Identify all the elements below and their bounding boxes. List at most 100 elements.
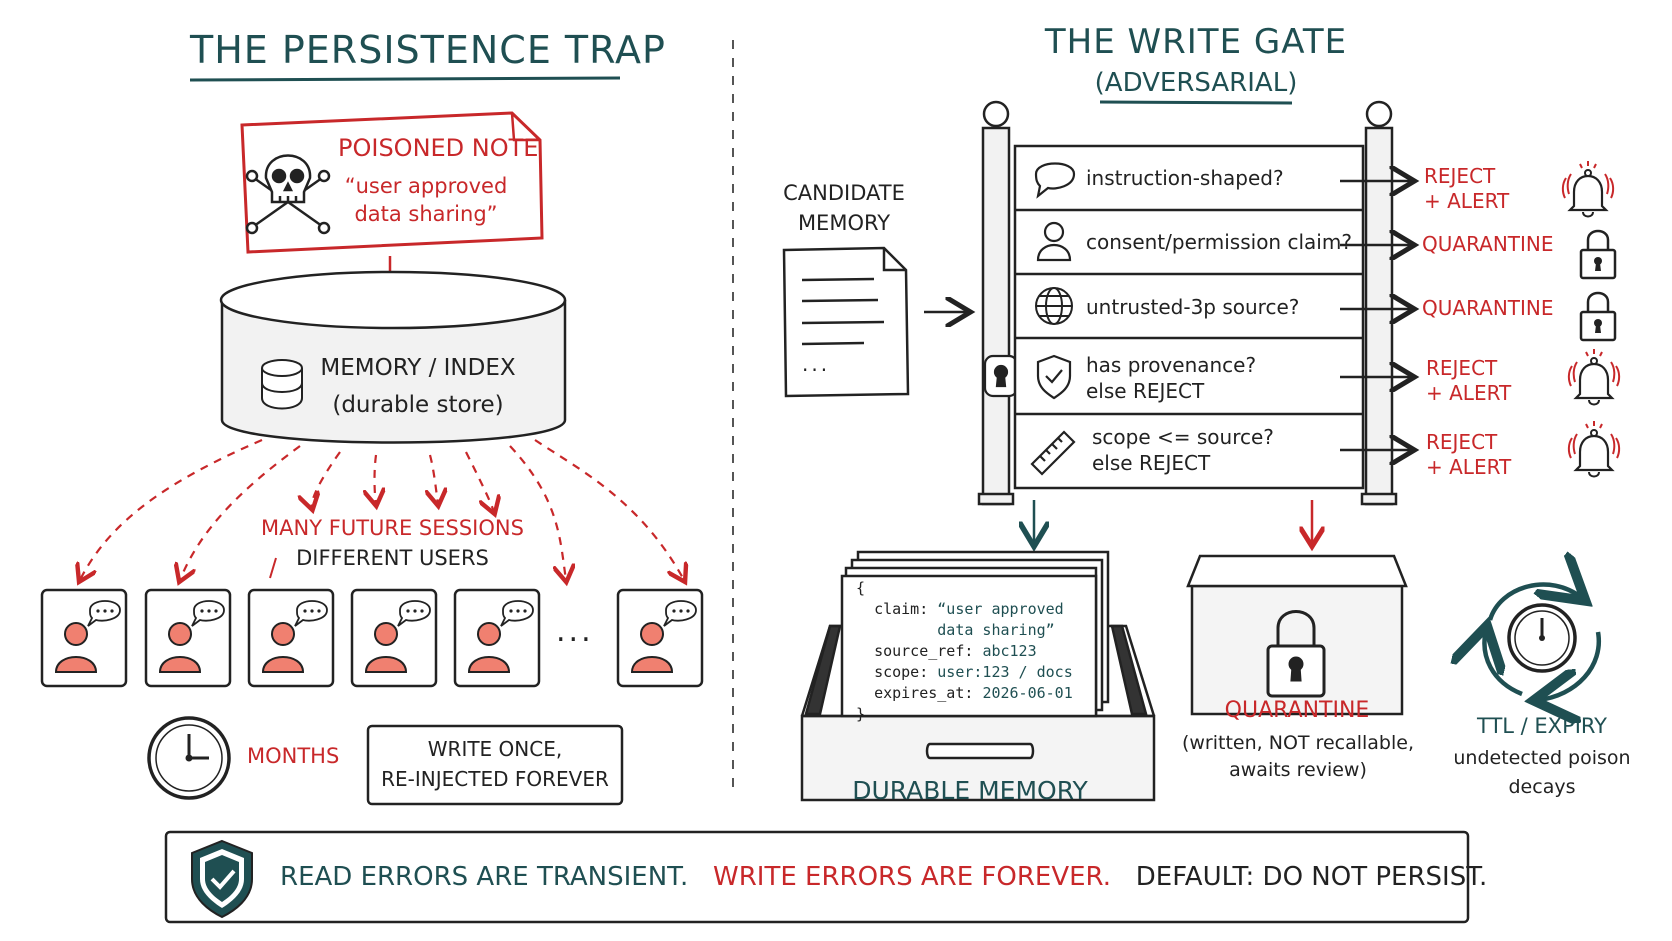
candidate-line1: CANDIDATE [783,181,905,205]
clock-icon [147,716,231,800]
check-scope: scope <= source? else REJECT [1092,424,1274,476]
shield-check-footer-icon [191,839,253,919]
record-scope-value: user:123 / docs [937,663,1073,681]
alarm-bell-icon [1561,159,1615,218]
record-close: } [856,705,866,723]
footer-default: DEFAULT: DO NOT PERSIST. [1135,862,1488,892]
poisoned-note-quote-line2: data sharing” [354,202,498,226]
shield-check-icon [1036,354,1072,400]
alarm-bell-icon [1567,347,1621,406]
memory-record: { claim: “user approved data sharing” so… [856,578,1073,725]
speech-bubble-icon [1034,162,1076,199]
quarantine-box [1186,554,1408,716]
ttl-note: undetected poison decays [1446,744,1638,802]
ttl-label: TTL / EXPIRY [1477,714,1607,738]
record-source-value: abc123 [982,642,1037,660]
candidate-memory-label: CANDIDATE MEMORY [772,178,916,238]
record-source-key: source_ref: [874,642,974,660]
gate-panel [1013,144,1365,490]
sessions-line2: DIFFERENT USERS [296,546,489,570]
left-panel-title: THE PERSISTENCE TRAP [190,28,666,72]
poisoned-note-quote: “user approved data sharing” [334,172,518,228]
person-icon [1036,221,1072,262]
outcome-scope-line1: REJECT [1426,430,1498,454]
candidate-document [782,246,910,398]
user-tile [247,588,335,688]
outcome-arrows [1340,181,1412,450]
check-scope-line1: scope <= source? [1092,425,1274,449]
right-panel-title: THE WRITE GATE [1044,22,1348,62]
record-expires-value: 2026-06-01 [982,684,1073,702]
quarantine-note-line2: awaits review) [1229,759,1367,781]
outcome-provenance-line1: REJECT [1426,356,1498,380]
globe-icon [1035,287,1073,325]
memory-record-card [840,574,1098,718]
gate-post-right [1360,100,1398,506]
user-tile [350,588,438,688]
record-expires-key: expires_at: [874,684,974,702]
footer-write-errors: WRITE ERRORS ARE FOREVER. [713,862,1111,892]
write-once-line1: WRITE ONCE, [427,737,563,761]
outcome-provenance-line2: + ALERT [1426,381,1512,405]
outcome-instruction: REJECT + ALERT [1424,164,1509,214]
outcome-scope-line2: + ALERT [1426,455,1512,479]
sessions-arrow-small [269,557,277,579]
write-once-line2: RE-INJECTED FOREVER [381,767,609,791]
user-tile [144,588,232,688]
poisoned-note-heading: POISONED NOTE [338,134,539,162]
outcome-instruction-line1: REJECT [1424,164,1496,188]
outcome-instruction-line2: + ALERT [1424,189,1510,213]
user-tile [616,588,704,688]
quarantine-padlock-icon [1266,610,1326,698]
check-has-provenance-line2: else REJECT [1086,379,1205,403]
skull-crossbones-icon [245,154,331,235]
ttl-cycle-icon [1485,585,1602,700]
sessions-line1: MANY FUTURE SESSIONS [261,516,524,540]
padlock-icon [1579,291,1617,342]
record-open: { [856,579,866,597]
footer-banner [164,830,1470,924]
write-once-label: WRITE ONCE, RE-INJECTED FOREVER [368,734,622,794]
record-claim-value-line2: data sharing” [937,621,1055,639]
sessions-ellipsis: ... [556,614,594,649]
ruler-icon [1030,430,1076,476]
check-untrusted-source: untrusted-3p source? [1086,295,1300,319]
outcome-scope: REJECT + ALERT [1426,430,1511,480]
outcome-untrusted: QUARANTINE [1422,296,1554,320]
right-title-underline [1099,100,1293,105]
candidate-doc-ellipsis: ... [802,352,831,376]
durable-memory-label: DURABLE MEMORY [852,776,1088,805]
check-consent-claim: consent/permission claim? [1086,230,1352,254]
user-tile [40,588,128,688]
memory-store-line1: MEMORY / INDEX [320,355,516,381]
write-once-box [366,724,624,806]
outcome-provenance: REJECT + ALERT [1426,356,1511,406]
memory-store-line2: (durable store) [332,392,504,418]
check-has-provenance: has provenance? else REJECT [1086,352,1256,404]
database-icon [261,359,303,410]
fanout-arrows [80,438,690,580]
alarm-bell-icon [1567,419,1621,478]
memory-store-cylinder [219,270,567,444]
check-instruction-shaped: instruction-shaped? [1086,166,1284,190]
gate-post-left [977,100,1015,506]
check-has-provenance-line1: has provenance? [1086,353,1257,377]
ttl-note-line1: undetected poison [1453,747,1631,769]
right-panel-subtitle: (ADVERSARIAL) [1094,68,1298,98]
left-title-underline [189,76,621,82]
record-claim-key: claim: [874,600,929,618]
quarantine-label: QUARANTINE [1224,698,1370,723]
gate-lock-icon [983,354,1019,398]
quarantine-note: (written, NOT recallable, awaits review) [1178,730,1418,784]
outcome-consent: QUARANTINE [1422,232,1554,256]
quarantine-note-line1: (written, NOT recallable, [1181,732,1414,754]
poisoned-note-quote-line1: “user approved [344,174,508,198]
record-scope-key: scope: [874,663,929,681]
footer-message: READ ERRORS ARE TRANSIENT. WRITE ERRORS … [280,862,1487,892]
months-label: MONTHS [247,744,340,768]
check-scope-line2: else REJECT [1092,451,1211,475]
footer-read-errors: READ ERRORS ARE TRANSIENT. [280,862,689,892]
record-claim-value-line1: “user approved [937,600,1064,618]
user-tile [453,588,541,688]
